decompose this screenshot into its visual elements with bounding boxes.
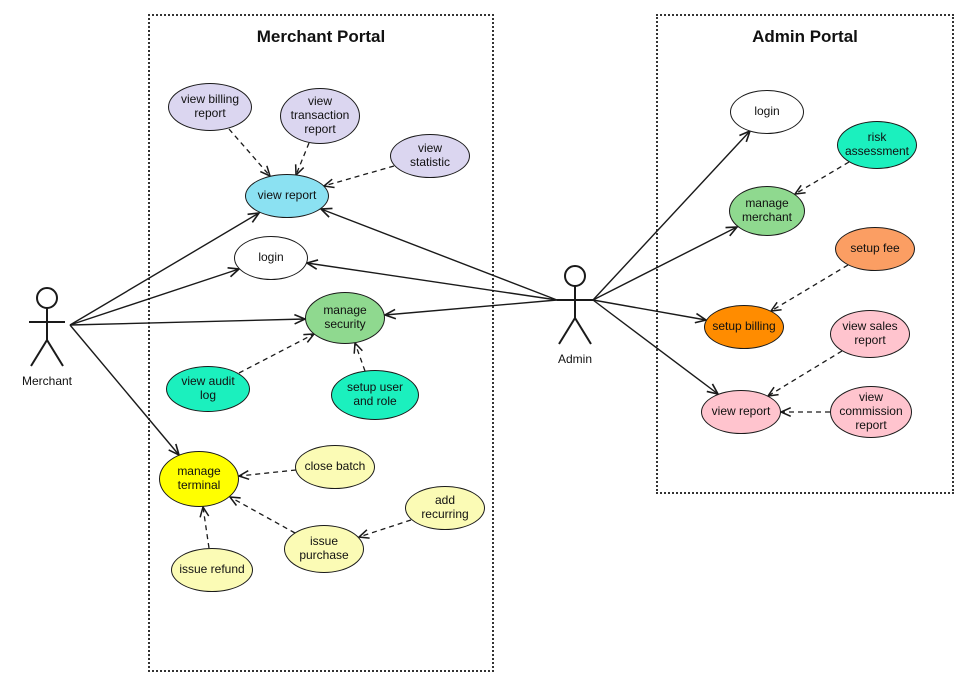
assoc-admin-manage-merchant [592,226,739,301]
assoc-merchant-manage-security [69,313,308,326]
usecase-view-billing-report: view billing report [168,83,252,131]
usecase-login-admin: login [730,90,804,134]
usecase-label: issue refund [179,562,245,577]
usecase-view-report: view report [245,174,329,218]
usecase-manage-terminal: manage terminal [159,451,239,507]
usecase-label: setup billing [712,319,776,334]
dep-view-statistic [322,165,395,189]
dep-issue-purchase [228,496,296,534]
usecase-view-audit-log: view audit log [166,366,250,412]
assoc-admin-login-admin [592,129,752,301]
usecase-setup-billing: setup billing [704,305,784,349]
assoc-merchant-view-report [69,211,261,326]
usecase-label: view statistic [409,141,450,169]
dep-view-audit-log [238,333,316,374]
usecase-label: view report [711,404,771,419]
usecase-add-recurring: add recurring [405,486,485,530]
actor-admin-label: Admin [557,352,592,366]
usecase-login-merchant: login [234,236,308,280]
usecase-manage-security: manage security [305,292,385,344]
usecase-label: view commission report [839,390,903,432]
usecase-label: setup user and role [346,380,404,408]
usecase-label: issue purchase [299,534,349,562]
usecase-view-report-admin: view report [701,390,781,434]
usecase-label: manage merchant [741,196,793,224]
assoc-admin-manage-security [382,299,558,320]
merchant-portal-boundary: Merchant Portal [148,14,494,672]
dep-add-recurring [357,519,412,539]
usecase-label: login [754,104,780,119]
usecase-label: setup fee [850,241,900,256]
usecase-view-statistic: view statistic [390,134,470,178]
usecase-label: add recurring [421,493,469,521]
usecase-label: risk assessment [844,130,910,158]
assoc-admin-view-report-merchant [319,207,558,301]
dep-risk-assessment [793,161,850,195]
dep-close-batch [237,469,297,481]
usecase-issue-purchase: issue purchase [284,525,364,573]
usecase-issue-refund: issue refund [171,548,253,592]
assoc-admin-setup-billing [592,299,708,324]
usecase-view-commission-report: view commission report [830,386,912,438]
assoc-admin-view-report-admin [592,299,720,396]
dep-issue-refund [199,505,210,549]
dep-view-billing-report [228,128,272,178]
admin-portal-title: Admin Portal [752,27,858,46]
dep-setup-user-and-role [353,341,366,372]
usecase-label: login [258,250,284,265]
assoc-merchant-manage-terminal [69,324,181,457]
usecase-label: view transaction report [290,94,350,136]
dep-view-sales-report [766,350,843,397]
usecase-label: view report [257,188,317,203]
admin-portal-boundary: Admin Portal [656,14,954,494]
usecase-view-sales-report: view sales report [830,310,910,358]
usecase-label: view audit log [181,374,235,402]
actor-merchant: Merchant [15,286,79,388]
stick-figure-icon [29,287,65,367]
usecase-setup-user-and-role: setup user and role [331,370,419,420]
assoc-merchant-login [69,267,241,326]
actor-merchant-label: Merchant [21,374,73,388]
usecase-label: view sales report [842,319,898,347]
usecase-risk-assessment: risk assessment [837,121,917,169]
actor-admin: Admin [543,264,607,366]
usecase-label: view billing report [180,92,240,120]
usecase-close-batch: close batch [295,445,375,489]
merchant-portal-title: Merchant Portal [256,27,386,46]
dep-view-transaction-report [294,142,310,177]
dep-setup-fee [769,264,849,312]
usecase-label: manage security [323,303,367,331]
usecase-setup-fee: setup fee [835,227,915,271]
usecase-view-transaction-report: view transaction report [280,88,360,144]
usecase-label: manage terminal [177,464,221,492]
usecase-label: close batch [304,459,366,474]
stick-figure-icon [557,265,593,345]
assoc-admin-login-merchant [305,259,558,301]
usecase-manage-merchant: manage merchant [729,186,805,236]
